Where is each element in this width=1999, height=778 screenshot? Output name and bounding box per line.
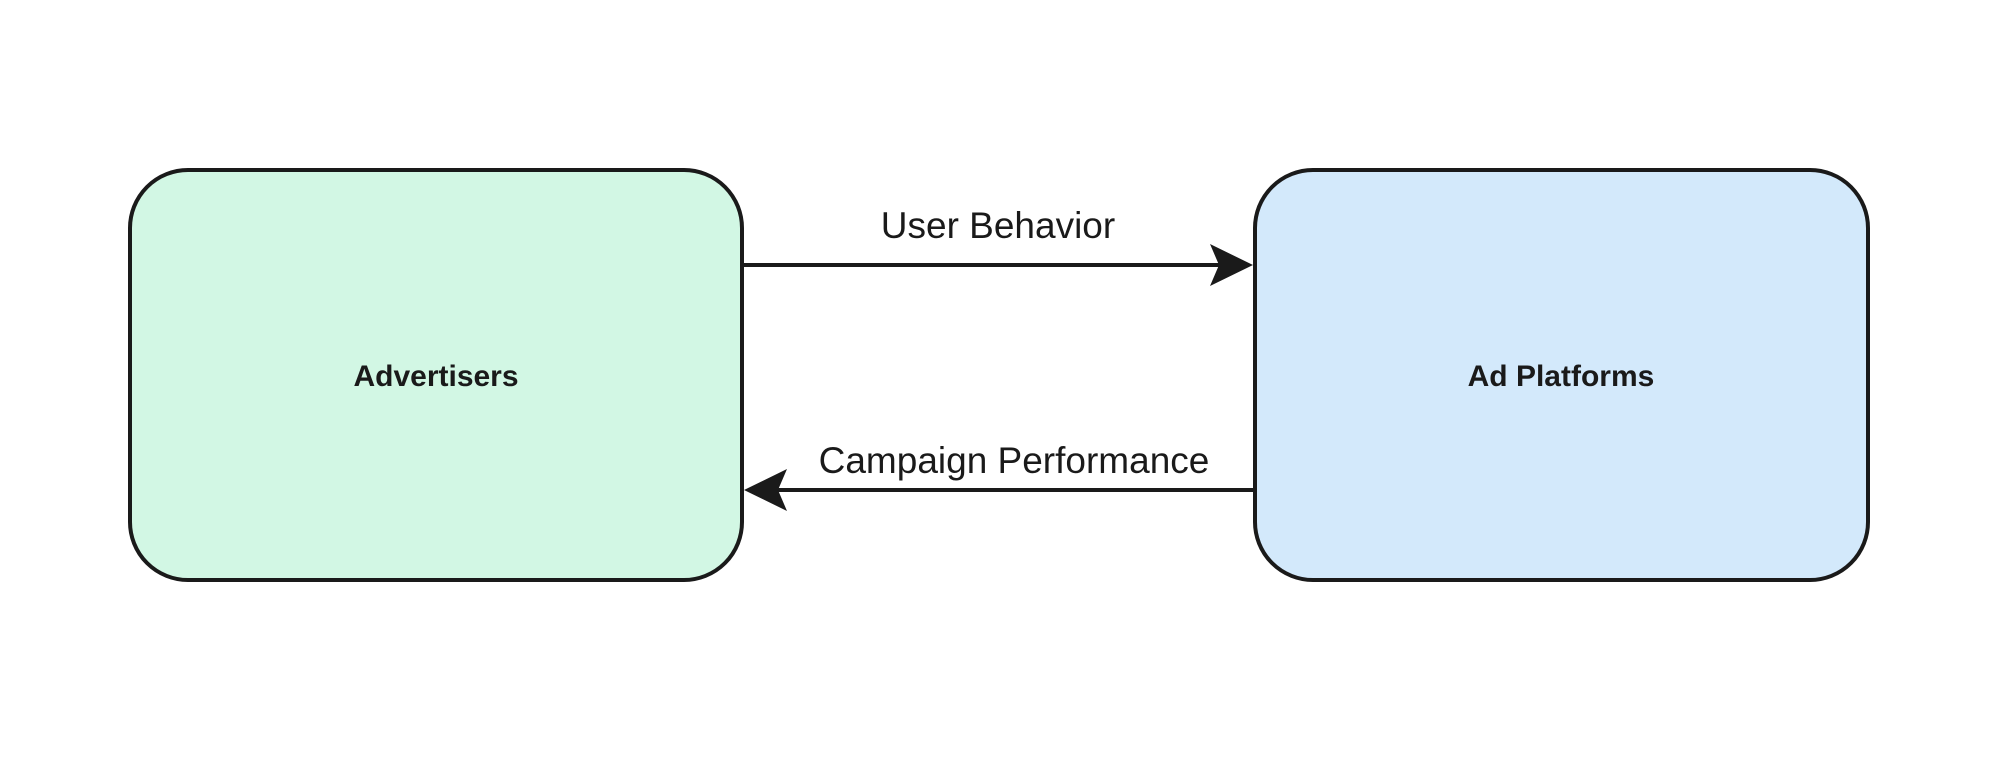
campaign-performance-edge-label: Campaign Performance [819,440,1210,481]
ad-platforms-node-shape [1253,168,1870,582]
advertisers-node-label: Advertisers [353,360,518,393]
arrowhead-right-icon [1210,244,1253,286]
ad-platforms-node-label: Ad Platforms [1468,360,1655,393]
user-behavior-edge-label: User Behavior [881,205,1115,246]
advertisers-node-shape [128,168,744,582]
user-behavior-edge: User Behavior [742,205,1253,286]
ad-platforms-node: Ad Platforms [1253,168,1870,582]
arrowhead-left-icon [744,469,787,511]
campaign-performance-edge: Campaign Performance [744,440,1255,511]
advertisers-node: Advertisers [128,168,744,582]
